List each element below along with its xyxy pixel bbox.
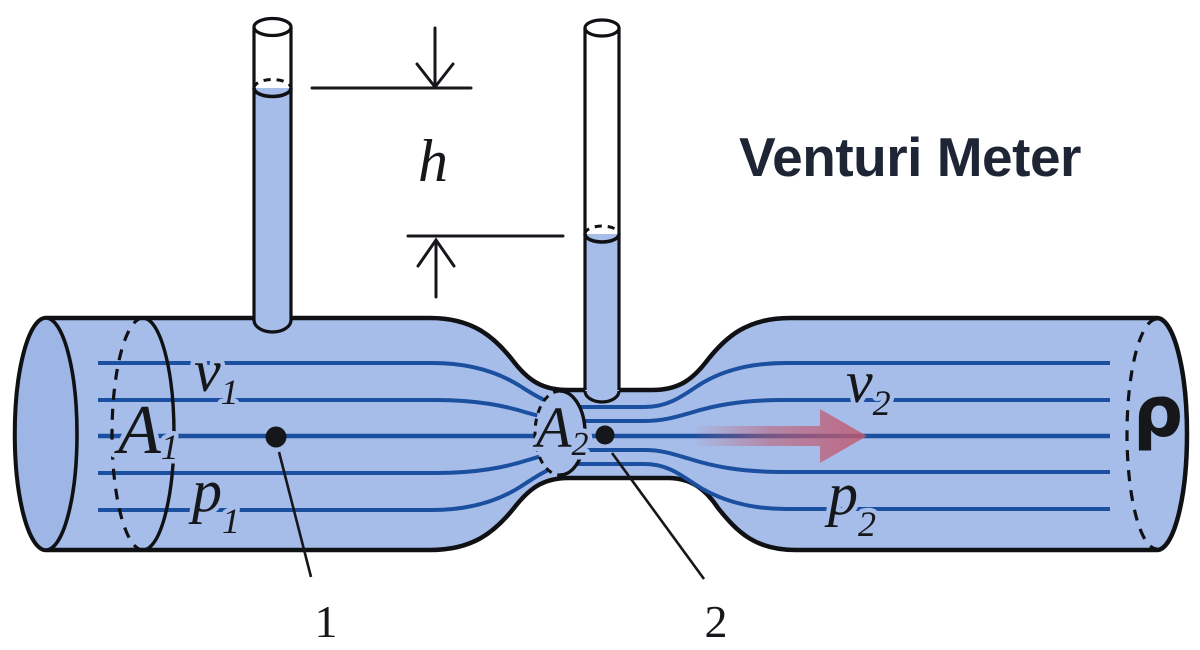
point-1-label: 1 (315, 596, 338, 647)
cross-section-1-front-arc (142, 316, 176, 552)
tube-2-mouth-arc (583, 390, 621, 404)
point-1-leader (277, 451, 313, 578)
tube-1-fluid (254, 88, 291, 330)
cross-section-2-front-arc (559, 389, 587, 477)
inlet-end-cap (13, 316, 79, 552)
manometer-tube-2 (583, 18, 621, 404)
manometer-tube-1 (252, 16, 293, 334)
flow-labels: v1 p1 A1 v2 p2 A2 ρ (110, 334, 1184, 549)
tube-2-fluid (585, 234, 619, 396)
lower-arrow-head (416, 237, 456, 268)
station-markers: 1 2 (265, 425, 728, 647)
upper-arrow-head (415, 62, 455, 90)
point-2-leader (610, 452, 706, 580)
point-1-dot (265, 426, 287, 448)
tube-2-fluid-surface (583, 233, 621, 244)
height-label: h (418, 128, 448, 194)
outlet-end-back-rim (1125, 317, 1158, 551)
area-2-label: A2 (532, 395, 588, 463)
cross-section-2 (533, 389, 587, 477)
tube-1-fluid-surface (252, 87, 293, 99)
tube-1-fluid-back-rim (252, 78, 293, 89)
cross-section-2-back-arc (533, 389, 561, 477)
diagram-title: Venturi Meter (739, 126, 1081, 188)
tube-2-opening (583, 18, 621, 38)
velocity-2-label: v2 (846, 349, 891, 423)
tube-1-walls (252, 27, 293, 321)
tube-2-walls (583, 28, 621, 390)
area-1-label: A1 (114, 392, 179, 469)
tube-2-glass (585, 28, 619, 235)
height-dimension: h (310, 26, 565, 299)
cross-section-1 (110, 316, 176, 552)
point-2-dot (595, 425, 615, 445)
tube-1-mouth-arc (252, 319, 293, 334)
tube-1-glass (254, 27, 291, 89)
streamline-5 (98, 462, 1110, 512)
cross-section-1-back-arc (110, 316, 144, 552)
tube-2-fluid-back-rim (583, 224, 621, 235)
flow-direction-arrow (695, 409, 867, 463)
streamline-4 (98, 448, 1110, 475)
streamline-1 (98, 361, 1110, 409)
streamline-2 (98, 398, 1110, 423)
velocity-1-label: v1 (194, 338, 239, 412)
point-2-label: 2 (705, 596, 728, 647)
tube-1-opening (252, 16, 293, 38)
cross-section-2-face (535, 391, 585, 475)
density-label: ρ (1133, 371, 1183, 453)
